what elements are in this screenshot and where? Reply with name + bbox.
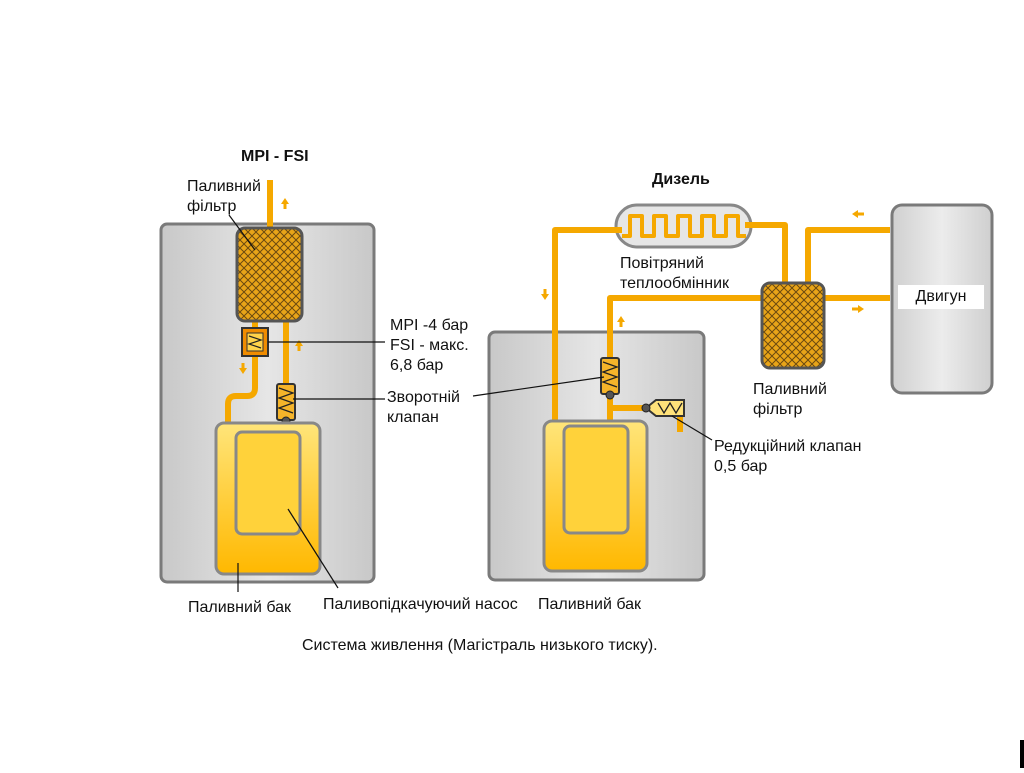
engine-label: Двигун — [898, 285, 984, 309]
left-fuel-lines — [225, 180, 289, 438]
left-leader-lines — [228, 214, 385, 592]
pressure-label-line1: MPI -4 бар — [390, 317, 469, 334]
pressure-regulator-label: MPI -4 бар FSI - макс. 6,8 бар — [390, 316, 469, 376]
check-valve-label-line2: клапан — [387, 409, 439, 426]
diagram-caption: Система живлення (Магістраль низького ти… — [302, 637, 658, 654]
right-fuel-lines — [552, 222, 890, 438]
reducing-valve-label-line2: 0,5 бар — [714, 458, 768, 475]
check-valve-label: Зворотній клапан — [387, 388, 460, 428]
right-fuel-filter-label-line1: Паливний — [753, 381, 827, 398]
right-fuel-tank-label: Паливний бак — [538, 596, 642, 613]
left-fuel-filter-label-line2: фільтр — [187, 198, 237, 215]
heat-exchanger-label-line2: теплообмінник — [620, 275, 729, 292]
mpi-fsi-title: MPI - FSI — [241, 148, 309, 165]
edge-mark — [1020, 740, 1024, 768]
heat-exchanger-label: Повітряний теплообмінник — [620, 254, 729, 294]
fuel-pump-label: Паливопідкачуючий насос — [323, 596, 518, 613]
left-fuel-tank-label: Паливний бак — [188, 599, 292, 616]
right-flow-arrows — [541, 210, 864, 327]
left-check-valve — [276, 383, 296, 426]
left-fuel-filter — [235, 226, 304, 323]
left-fuel-pump-module — [234, 430, 302, 536]
right-fuel-filter-label-line2: фільтр — [753, 401, 803, 418]
pressure-label-line3: 6,8 бар — [390, 357, 444, 374]
left-fuel-filter-label-line1: Паливний — [187, 178, 261, 195]
reducing-valve-label: Редукційний клапан 0,5 бар — [714, 437, 861, 477]
pressure-label-line2: FSI - макс. — [390, 337, 469, 354]
right-leader-lines — [472, 376, 713, 441]
diesel-title: Дизель — [652, 171, 710, 188]
air-heat-exchanger — [614, 203, 753, 249]
right-fuel-filter-label: Паливний фільтр — [753, 380, 827, 420]
right-fuel-pump-module — [562, 424, 630, 535]
reducing-valve-label-line1: Редукційний клапан — [714, 438, 862, 455]
pressure-regulator — [241, 327, 269, 357]
reducing-valve — [641, 399, 685, 417]
left-fuel-filter-label: Паливний фільтр — [187, 177, 261, 217]
left-flow-arrows — [239, 198, 303, 374]
heat-exchanger-label-line1: Повітряний — [620, 255, 704, 272]
right-fuel-filter — [760, 281, 826, 370]
check-valve-label-line1: Зворотній — [387, 389, 460, 406]
right-check-valve — [600, 357, 620, 400]
